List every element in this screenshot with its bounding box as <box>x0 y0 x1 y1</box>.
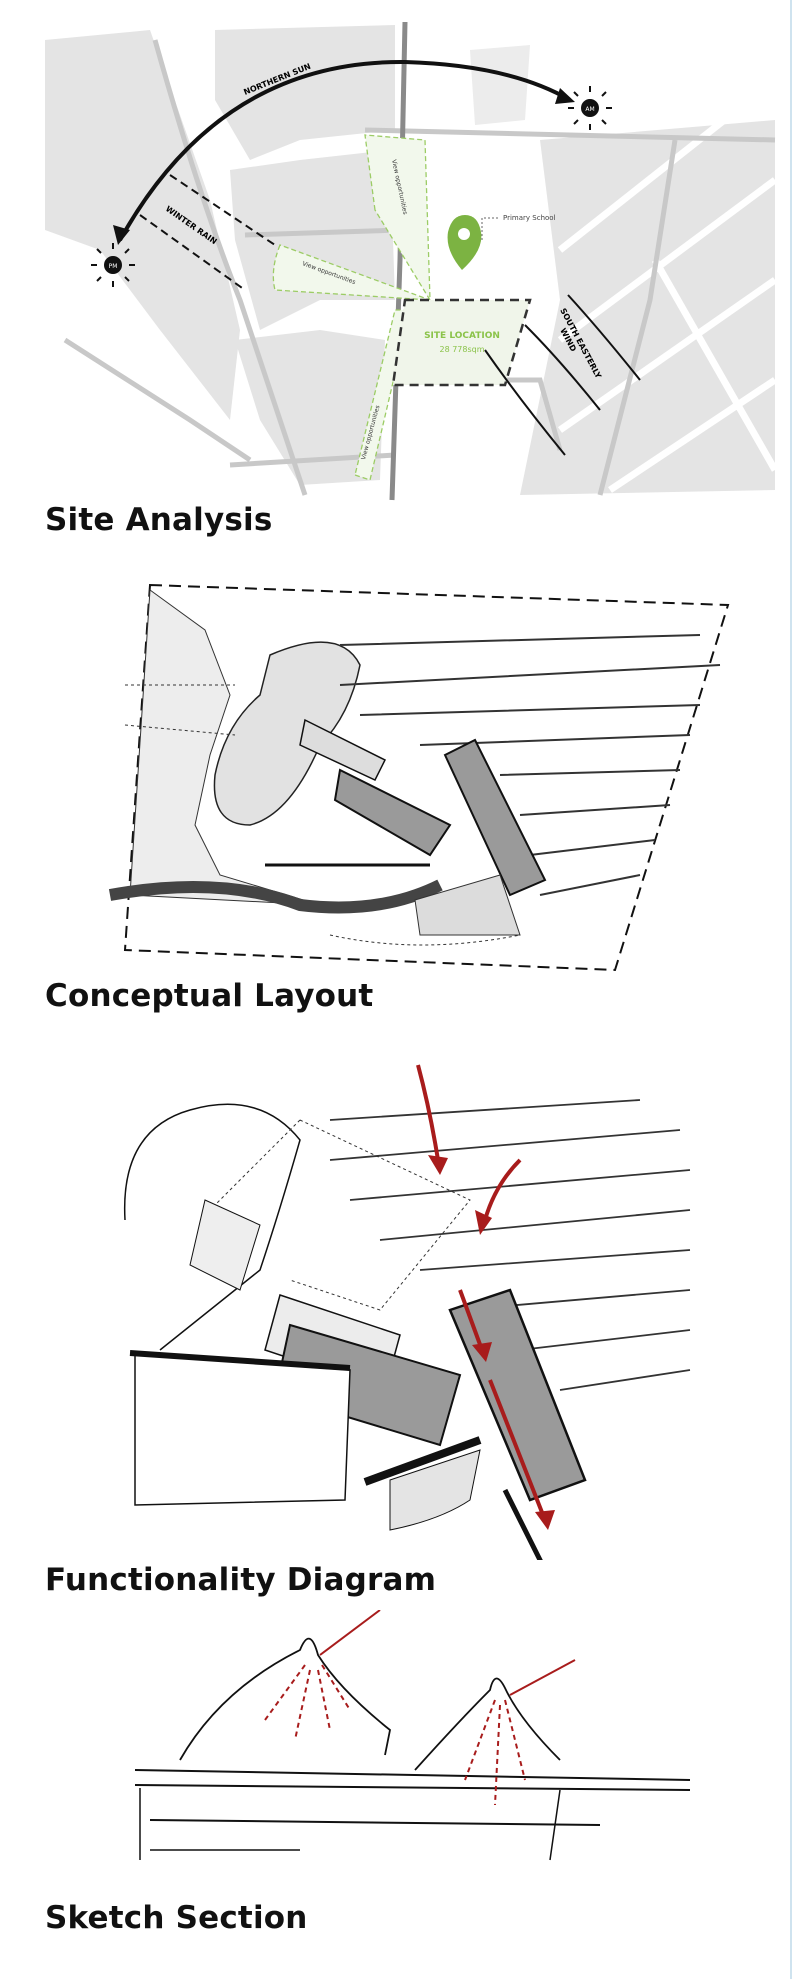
sun-path-arc <box>118 59 572 241</box>
sun-pm-label: PM <box>109 263 118 270</box>
section-heading: Sketch Section <box>45 1900 308 1936</box>
conceptual-layout-diagram <box>0 575 800 980</box>
view-cones <box>272 134 431 481</box>
main-road <box>389 21 408 501</box>
site-analysis-map: SITE LOCATION 28 778sqm Primary School N… <box>0 0 800 505</box>
section-heading: Conceptual Layout <box>45 978 374 1014</box>
section-heading: Site Analysis <box>45 502 273 538</box>
functionality-diagram <box>0 1050 800 1560</box>
red-arrows <box>416 1064 547 1521</box>
site-location-label: SITE LOCATION <box>424 331 500 341</box>
site-boundary <box>391 298 532 387</box>
sun-am-icon <box>568 86 612 130</box>
site-area-label: 28 778sqm <box>439 345 484 354</box>
sun-pm-icon <box>91 243 135 287</box>
primary-school-label: Primary School <box>503 214 556 222</box>
red-arrows <box>319 1610 576 1696</box>
wind-arrows <box>484 294 641 456</box>
sun-am-label: AM <box>585 106 594 113</box>
winter-rain-arrows <box>139 174 276 291</box>
sketch-section-diagram <box>0 1610 800 1900</box>
site-pin-icon <box>447 215 482 270</box>
section-heading: Functionality Diagram <box>45 1562 437 1598</box>
page-edge-line <box>790 0 792 1979</box>
